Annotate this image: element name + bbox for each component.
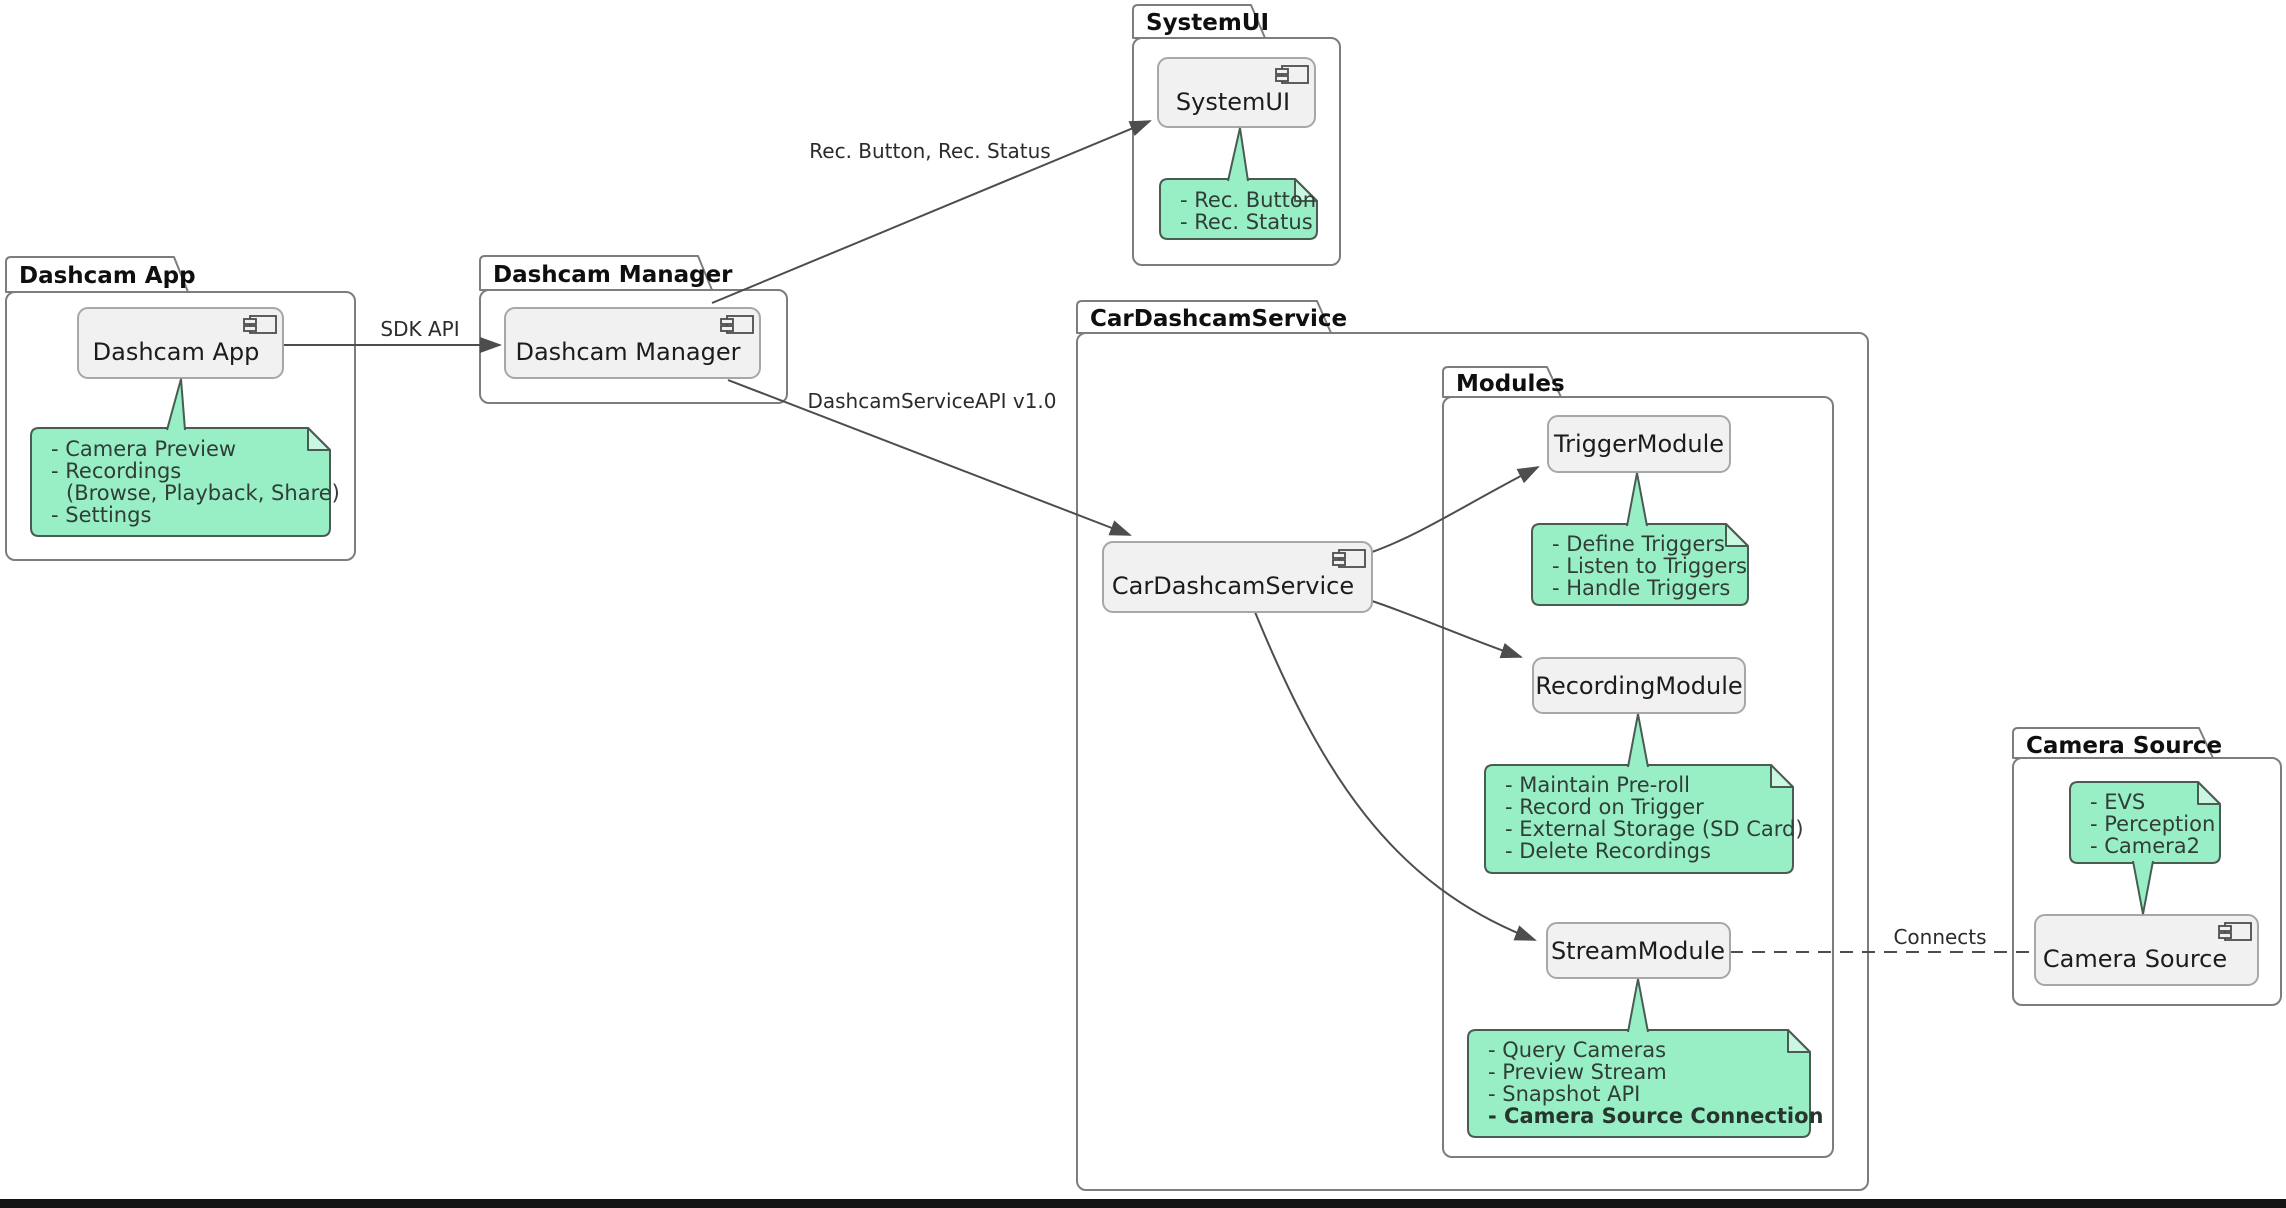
package-tab — [1132, 4, 1266, 39]
note-line-bold: - Camera Source Connection — [1488, 1104, 1823, 1128]
component-label: Dashcam Manager — [515, 338, 740, 366]
component-icon — [720, 315, 754, 334]
package-tab — [479, 255, 713, 291]
package-title: CarDashcamService — [1090, 306, 1347, 332]
package-title: Dashcam Manager — [493, 262, 733, 288]
component-systemui: SystemUI — [1157, 57, 1316, 128]
note-line: - Rec. Button — [1180, 188, 1316, 212]
note-line: - Handle Triggers — [1552, 576, 1730, 600]
component-box — [77, 307, 284, 379]
component-box — [2034, 914, 2259, 986]
note-line: - Settings — [51, 503, 151, 527]
edge-label-rec-button-status: Rec. Button, Rec. Status — [809, 139, 1050, 163]
component-car-dashcam-service: CarDashcamService — [1102, 541, 1373, 613]
note-pointer — [1227, 127, 1249, 182]
note-line: - Delete Recordings — [1505, 839, 1711, 863]
package-tab — [5, 256, 189, 293]
component-icon — [1332, 549, 1366, 568]
note-body — [2069, 781, 2221, 864]
component-label: CarDashcamService — [1112, 572, 1354, 600]
edge-service-to-stream-module — [1254, 611, 1537, 941]
note-line: - EVS — [2090, 790, 2145, 814]
package-tab — [1442, 366, 1562, 398]
component-label: Camera Source — [2043, 945, 2227, 973]
note-body — [1467, 1029, 1811, 1138]
component-box — [1546, 922, 1731, 979]
note-line: - Record on Trigger — [1505, 795, 1704, 819]
note-line: - Perception — [2090, 812, 2215, 836]
component-label: Dashcam App — [93, 338, 260, 366]
component-box — [1547, 415, 1731, 473]
package-title: Camera Source — [2026, 733, 2222, 759]
note-line: - Camera2 — [2090, 834, 2200, 858]
note-line: - Recordings — [51, 459, 181, 483]
note-line: - Listen to Triggers — [1552, 554, 1747, 578]
edge-label-connects: Connects — [1893, 925, 1986, 949]
note-body — [30, 427, 331, 537]
note-fold-corner — [1770, 764, 1794, 788]
component-icon — [1275, 65, 1309, 84]
package-tab — [2012, 727, 2214, 759]
bottom-window-edge — [0, 1199, 2286, 1208]
note-line: - Query Cameras — [1488, 1038, 1666, 1062]
package-title: Dashcam App — [19, 263, 196, 289]
note-line: - Define Triggers — [1552, 532, 1725, 556]
note-line: - External Storage (SD Card) — [1505, 817, 1804, 841]
component-box — [504, 307, 761, 379]
note-line: - Camera Preview — [51, 437, 236, 461]
component-trigger-module: TriggerModule — [1547, 415, 1731, 473]
note-fold-corner — [307, 427, 331, 451]
note-pointer — [1627, 713, 1649, 768]
note-recording-module: - Maintain Pre-roll - Record on Trigger … — [1484, 713, 1804, 874]
note-line: - Rec. Status — [1180, 210, 1313, 234]
note-stream-module: - Query Cameras - Preview Stream - Snaps… — [1467, 978, 1823, 1138]
edge-label-sdk-api: SDK API — [380, 317, 459, 341]
component-label: RecordingModule — [1535, 672, 1742, 700]
component-dashcam-manager: Dashcam Manager — [504, 307, 761, 379]
component-label: StreamModule — [1551, 937, 1725, 965]
component-dashcam-app: Dashcam App — [77, 307, 284, 379]
component-icon — [243, 315, 277, 334]
note-fold-corner — [2197, 781, 2221, 805]
note-pointer — [2132, 860, 2154, 915]
component-label: SystemUI — [1176, 88, 1290, 116]
component-recording-module: RecordingModule — [1532, 657, 1746, 714]
note-pointer — [1626, 472, 1648, 527]
package-tab — [1076, 300, 1332, 334]
package-title: Modules — [1456, 371, 1565, 397]
note-systemui: - Rec. Button - Rec. Status — [1159, 127, 1318, 240]
note-dashcam-app: - Camera Preview - Recordings (Browse, P… — [30, 378, 340, 537]
component-label: TriggerModule — [1553, 430, 1724, 458]
edge-service-to-trigger-module — [1371, 466, 1540, 553]
edge-label-dashcam-service-api: DashcamServiceAPI v1.0 — [807, 389, 1056, 413]
component-stream-module: StreamModule — [1546, 922, 1731, 979]
note-line: - Maintain Pre-roll — [1505, 773, 1690, 797]
note-line: (Browse, Playback, Share) — [66, 481, 340, 505]
component-camera-source: Camera Source — [2034, 914, 2259, 986]
note-pointer — [1627, 978, 1649, 1033]
component-box — [1102, 541, 1373, 613]
note-fold-corner — [1787, 1029, 1811, 1053]
package-title: SystemUI — [1146, 10, 1269, 36]
note-line: - Preview Stream — [1488, 1060, 1667, 1084]
component-icon — [2218, 922, 2252, 941]
note-body — [1159, 178, 1318, 240]
note-body — [1484, 764, 1794, 874]
note-fold-corner — [1294, 178, 1318, 202]
note-camera-source: - EVS - Perception - Camera2 — [2069, 781, 2221, 915]
component-box — [1532, 657, 1746, 714]
edge-dashcam-service-api — [727, 379, 1132, 536]
edge-rec-button-status — [711, 120, 1152, 304]
edge-service-to-recording-module — [1371, 600, 1523, 659]
note-pointer — [166, 378, 186, 431]
note-line: - Snapshot API — [1488, 1082, 1640, 1106]
note-trigger-module: - Define Triggers - Listen to Triggers -… — [1531, 472, 1749, 606]
note-body — [1531, 523, 1749, 606]
note-fold-corner — [1725, 523, 1749, 547]
edges: SDK API Rec. Button, Rec. Status Dashcam… — [283, 120, 2035, 953]
